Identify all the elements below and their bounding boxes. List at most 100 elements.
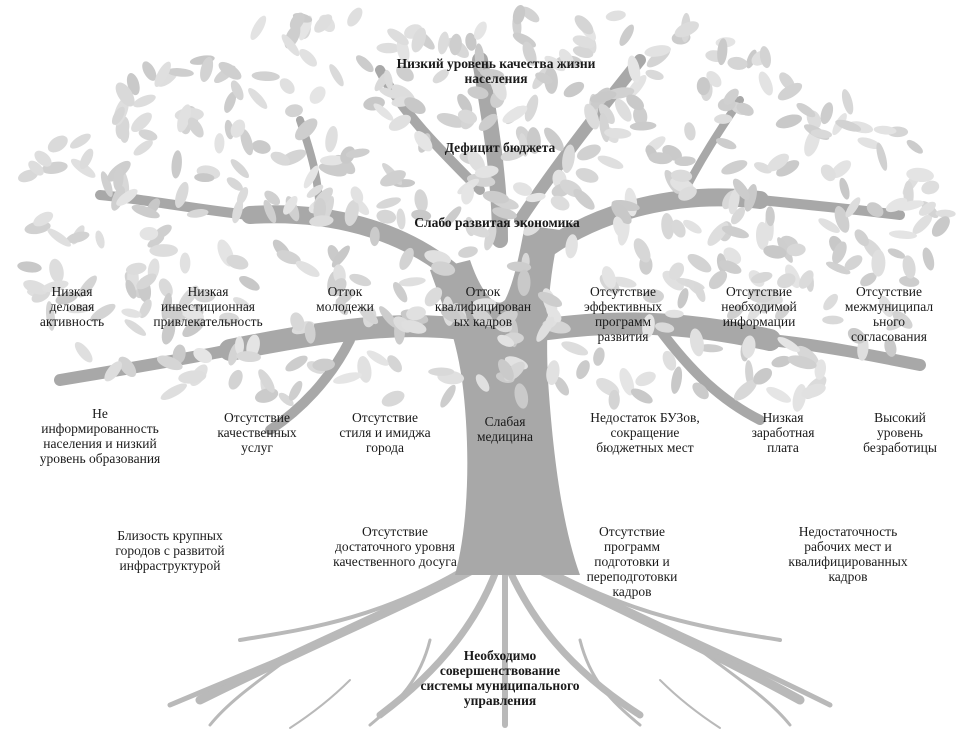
- label-improve-municipal-management: Необходимо совершенствование системы мун…: [420, 648, 580, 708]
- leaf: [133, 94, 156, 108]
- leaf: [331, 245, 350, 268]
- leaf: [237, 187, 249, 205]
- leaf: [721, 160, 748, 175]
- leaf: [349, 273, 372, 287]
- leaf: [537, 291, 563, 308]
- leaf: [524, 94, 539, 122]
- leaf: [922, 247, 935, 271]
- leaf: [160, 383, 187, 401]
- leaf: [766, 386, 792, 403]
- label-no-coordination: Отсутствие межмуниципал ьного согласован…: [844, 284, 934, 344]
- leaf: [885, 197, 908, 213]
- leaf: [876, 142, 888, 171]
- leaf: [47, 228, 71, 247]
- leaf: [303, 165, 319, 189]
- leaf: [376, 197, 401, 209]
- leaf: [139, 226, 159, 241]
- leaf: [194, 173, 215, 183]
- leaf: [404, 97, 426, 114]
- leaf: [142, 61, 157, 81]
- leaf: [671, 366, 683, 394]
- leaf: [47, 135, 68, 153]
- leaf: [388, 114, 411, 131]
- leaf: [186, 209, 209, 218]
- leaf: [428, 367, 455, 376]
- leaf: [723, 247, 742, 265]
- leaf: [918, 201, 936, 216]
- leaf: [887, 248, 906, 259]
- label-no-quality-services: Отсутствие качественных услуг: [217, 410, 297, 455]
- leaf: [226, 254, 249, 270]
- leaf: [406, 306, 426, 321]
- leaf: [844, 255, 863, 271]
- leaf: [111, 106, 125, 125]
- leaf: [79, 148, 94, 170]
- leaf: [879, 295, 894, 317]
- leaf: [490, 72, 507, 101]
- leaf: [285, 104, 303, 118]
- leaf: [750, 271, 773, 284]
- leaf: [604, 128, 632, 139]
- leaf: [671, 219, 686, 238]
- leaf: [706, 70, 722, 88]
- leaf: [161, 319, 176, 345]
- leaf: [721, 225, 749, 239]
- leaf: [66, 304, 93, 314]
- leaf: [380, 170, 406, 187]
- leaf: [611, 202, 632, 225]
- label-budget-deficit: Дефицит бюджета: [444, 140, 556, 155]
- leaf: [250, 15, 267, 41]
- leaf: [111, 186, 126, 211]
- leaf: [839, 177, 850, 200]
- leaf: [45, 301, 56, 331]
- label-no-quality-leisure: Отсутствие достаточного уровня качествен…: [333, 524, 457, 569]
- leaf: [473, 21, 487, 40]
- leaf: [335, 298, 349, 316]
- leaf: [309, 86, 326, 104]
- leaf: [17, 169, 39, 183]
- leaf: [677, 288, 689, 309]
- leaf: [708, 270, 728, 290]
- leaf: [457, 109, 478, 124]
- leaf: [561, 341, 589, 356]
- leaf: [684, 122, 696, 141]
- leaf: [747, 298, 766, 322]
- leaf: [484, 224, 497, 251]
- leaf: [767, 153, 789, 172]
- leaf: [276, 250, 301, 265]
- leaf: [381, 390, 405, 407]
- leaf: [771, 355, 791, 368]
- leaf: [263, 199, 277, 224]
- leaf: [55, 291, 79, 305]
- leaf: [597, 155, 624, 169]
- leaf: [742, 335, 756, 359]
- leaf: [498, 359, 514, 381]
- leaf: [104, 361, 123, 382]
- leaf: [34, 150, 52, 167]
- leaf: [522, 41, 537, 66]
- leaf: [563, 81, 585, 98]
- leaf: [544, 55, 566, 72]
- leaf: [411, 209, 432, 221]
- leaf: [627, 55, 641, 83]
- leaf: [576, 360, 590, 380]
- leaf: [383, 69, 393, 90]
- leaf: [633, 238, 651, 263]
- leaf: [344, 199, 359, 226]
- leaf: [692, 382, 709, 400]
- leaf: [187, 117, 204, 138]
- leaf: [845, 197, 861, 218]
- leaf: [884, 337, 897, 357]
- leaf: [759, 46, 771, 69]
- leaf: [572, 46, 594, 59]
- leaf: [251, 140, 271, 154]
- leaf: [888, 230, 918, 239]
- leaf: [693, 282, 706, 303]
- leaf: [736, 102, 754, 116]
- leaf: [544, 127, 564, 152]
- leaf: [799, 270, 814, 289]
- leaf: [306, 184, 324, 198]
- leaf: [619, 367, 635, 396]
- leaf: [506, 261, 532, 272]
- leaf: [240, 128, 254, 156]
